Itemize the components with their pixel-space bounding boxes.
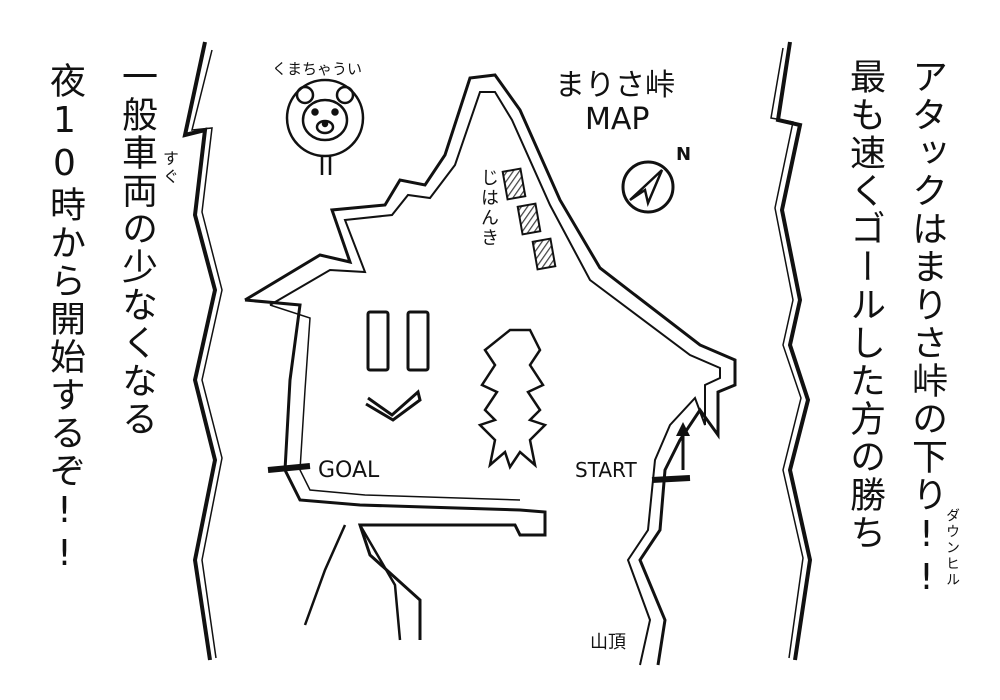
summit-label: 山頂 [590,632,626,653]
north-label: N [676,144,692,165]
map-title: まりさ峠 [555,68,675,103]
right-lightning-border [775,41,813,661]
vending-machines [501,167,557,271]
note-attack: アタックはまりさ峠の下り!! [906,58,947,600]
note-ruby-soon: すぐ [160,150,179,186]
compass-icon [621,160,675,214]
mascot-name: くまちゃうい [272,60,363,78]
start-line [651,475,691,483]
note-fewer-cars: 一般車両の少なくなる [116,58,157,438]
goal-label: GOAL [318,458,380,483]
vending-label: じはんき [478,168,499,248]
start-arrow-icon [676,422,690,470]
bear-face-icon [285,78,365,175]
mountain-face [365,310,430,422]
start-label: START [575,458,637,482]
tree-icon [477,328,548,470]
road-to-goal [244,298,547,640]
road-to-goal-inner [269,304,521,501]
mountain-road-inner [269,91,721,666]
note-start-time: 夜10時から開始するぞ!! [44,62,85,576]
map-subtitle: MAP [585,102,650,137]
left-lightning-border [182,41,218,661]
right-lightning-border-inner [770,47,804,659]
mountain-road-outer [244,73,737,666]
road-branch [303,524,402,641]
note-ruby-downhill: ダウンヒル [944,508,960,588]
left-lightning-border-inner [191,49,223,659]
goal-line [267,463,311,473]
note-winner: 最も速くゴールした方の勝ち [844,58,885,552]
